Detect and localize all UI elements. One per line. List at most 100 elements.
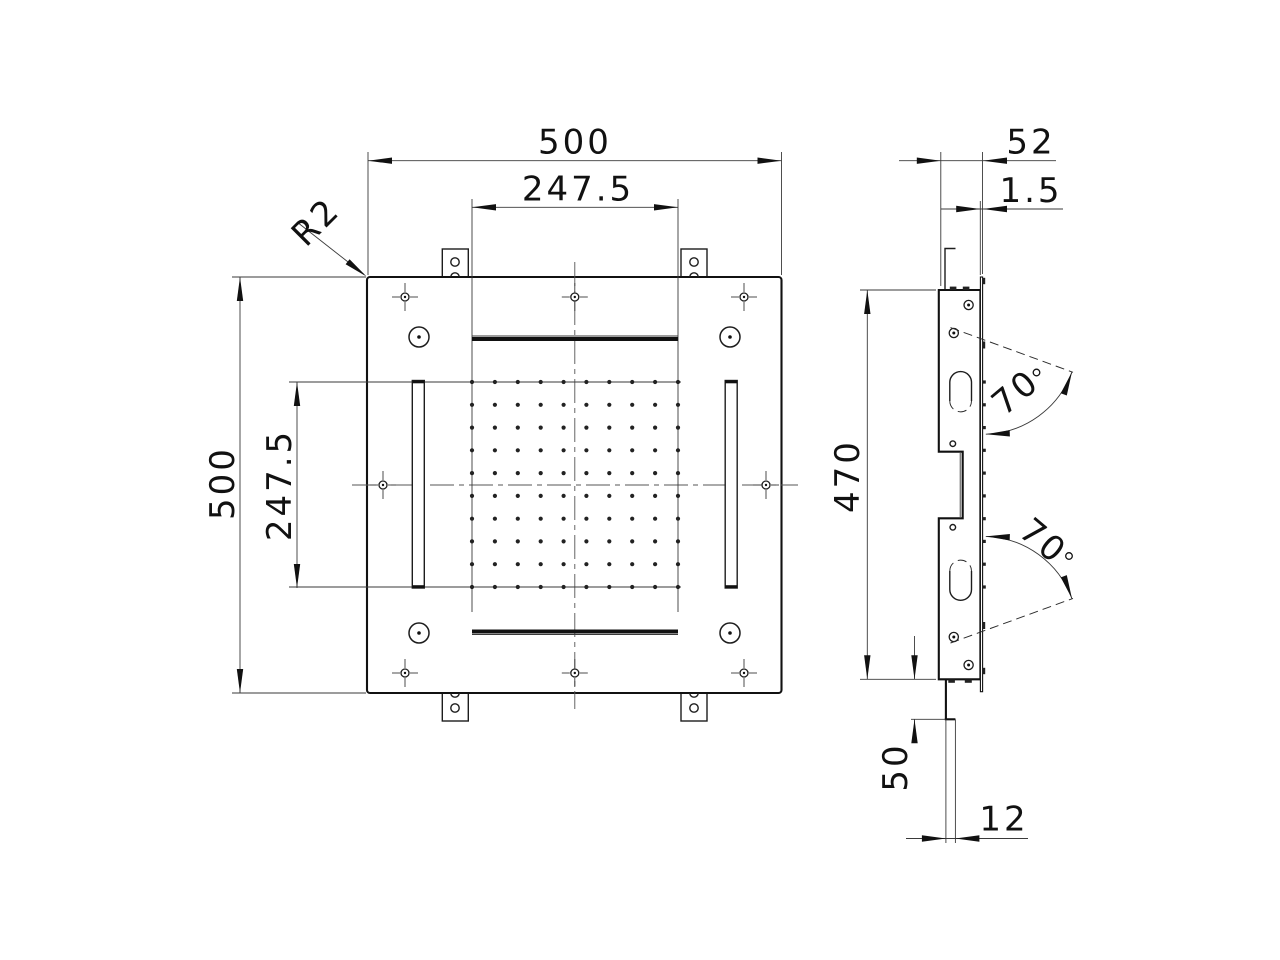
spray-hole [561, 539, 566, 544]
spray-hole [538, 562, 543, 567]
spray-hole [607, 471, 612, 476]
spray-hole [630, 584, 635, 590]
spray-hole [675, 493, 681, 498]
spray-hole [538, 516, 543, 521]
spray-hole [607, 516, 612, 521]
spray-hole [607, 562, 612, 567]
hook-tab [944, 247, 956, 289]
spray-hole [492, 402, 497, 407]
spray-hole-grid [469, 379, 681, 590]
degree-symbol [1065, 552, 1073, 560]
spray-hole [630, 402, 635, 407]
spray-hole [515, 539, 520, 544]
spray-hole [561, 425, 566, 430]
spray-hole [515, 493, 520, 498]
housing-profile [937, 288, 982, 681]
nozzle-tick [982, 380, 986, 384]
spray-hole [607, 402, 612, 407]
obround-slot-lower [949, 559, 973, 601]
spray-hole [584, 402, 589, 407]
spray-hole [469, 584, 475, 590]
spray-hole [538, 425, 543, 430]
dimension-label: R2 [284, 190, 349, 255]
dimension-label: 500 [203, 446, 243, 520]
spray-hole [607, 448, 612, 453]
degree-symbol [1032, 368, 1041, 377]
spray-hole [515, 584, 520, 590]
spray-hole [561, 402, 566, 407]
spray-hole [515, 425, 520, 430]
spray-hole [653, 516, 658, 521]
obround-slot-upper [949, 370, 973, 413]
dimension-label: 247.5 [522, 169, 634, 209]
front-view: 500 247.5 500 247.5 R [203, 123, 798, 722]
spray-hole [515, 471, 520, 476]
spray-hole [607, 539, 612, 544]
nozzle-tick [982, 403, 986, 407]
dimension-label: 50 [876, 742, 916, 791]
dim-bracket-width: 12 [906, 800, 1028, 842]
spray-hole [538, 471, 543, 476]
spray-hole [653, 539, 658, 544]
nozzle-tick [982, 517, 986, 521]
faceplate-clips [982, 277, 986, 675]
dim-body-height: 470 [828, 289, 936, 680]
dim-overall-height: 500 [203, 276, 366, 694]
spray-hole [492, 516, 497, 521]
side-slot-right [724, 379, 738, 589]
nozzle-tick [982, 562, 986, 566]
spray-hole [492, 562, 497, 567]
spray-hole [584, 539, 589, 544]
nozzle-tick [982, 426, 986, 430]
small-hole [949, 440, 957, 448]
spray-hole [561, 448, 566, 453]
spray-hole [675, 402, 681, 407]
spray-hole [675, 539, 681, 544]
spray-hole [469, 471, 475, 476]
tab-holes [450, 257, 699, 713]
small-hole [949, 523, 957, 531]
spray-hole [469, 493, 475, 498]
spray-hole [469, 379, 475, 385]
spray-hole [492, 539, 497, 544]
dim-faceplate: 1.5 [940, 171, 1063, 275]
spray-hole [492, 448, 497, 453]
spray-hole [584, 379, 589, 385]
spray-hole [515, 562, 520, 567]
spray-hole [515, 402, 520, 407]
spray-hole [630, 493, 635, 498]
spray-hole [675, 425, 681, 430]
spray-hole [584, 471, 589, 476]
spray-hole [630, 516, 635, 521]
spray-hole [584, 562, 589, 567]
spray-hole [561, 471, 566, 476]
spray-hole [538, 539, 543, 544]
spray-hole [675, 562, 681, 567]
dimension-label: 12 [979, 800, 1028, 840]
dim-hole-field-height: 247.5 [260, 382, 301, 588]
nozzle-tick [982, 448, 986, 452]
spray-hole [538, 584, 543, 590]
spray-hole [630, 562, 635, 567]
spray-hole [469, 516, 475, 521]
dimension-label: 70 [984, 361, 1047, 423]
spray-hole [607, 493, 612, 498]
spray-hole [469, 425, 475, 430]
spray-hole [675, 448, 681, 453]
spray-hole [675, 516, 681, 521]
spray-hole [630, 539, 635, 544]
spray-hole [492, 493, 497, 498]
waterfall-slot-top [472, 335, 678, 341]
spray-hole [538, 448, 543, 453]
dimension-label: 247.5 [260, 429, 300, 541]
faceplate [979, 276, 984, 693]
side-view: 52 1.5 470 50 [828, 123, 1076, 843]
dimension-label: 470 [828, 439, 868, 513]
spray-hole [538, 402, 543, 407]
spray-hole [515, 516, 520, 521]
spray-hole [653, 471, 658, 476]
nozzle-ticks [982, 380, 986, 589]
nozzle-tick [982, 539, 986, 543]
spray-hole [469, 539, 475, 544]
